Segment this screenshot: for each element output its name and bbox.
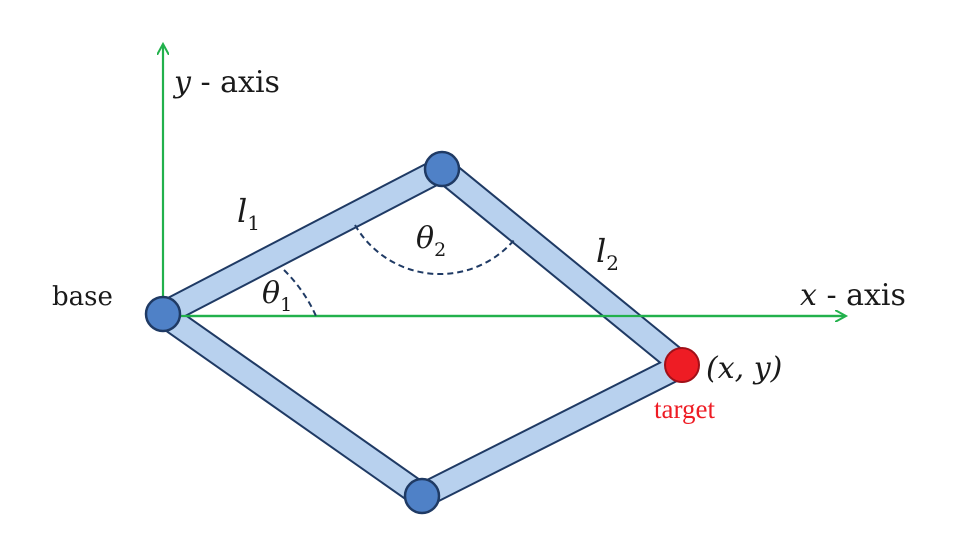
x-axis-label: x - axis xyxy=(800,278,906,313)
link-lower-right xyxy=(411,354,693,507)
target-point xyxy=(664,347,700,383)
base-joint xyxy=(144,295,182,333)
elbow-joint-upper xyxy=(423,150,461,188)
link-l1-upper xyxy=(152,158,453,325)
elbow-joint-lower xyxy=(403,477,441,515)
base-label: base xyxy=(52,282,113,312)
l2-label: l2 xyxy=(596,232,619,275)
theta2-arc xyxy=(354,224,516,275)
l1-label: l1 xyxy=(237,192,260,235)
link-lower-left xyxy=(152,303,433,507)
theta2-label: θ2 xyxy=(416,221,446,261)
theta1-label: θ1 xyxy=(262,276,292,316)
y-axis-label: y - axis xyxy=(172,65,280,100)
coordinate-label: (x, y) xyxy=(706,351,782,386)
theta1-arc xyxy=(283,269,317,317)
target-label: target xyxy=(654,394,715,424)
link-l2-upper xyxy=(431,158,693,376)
link-bars xyxy=(150,156,695,509)
